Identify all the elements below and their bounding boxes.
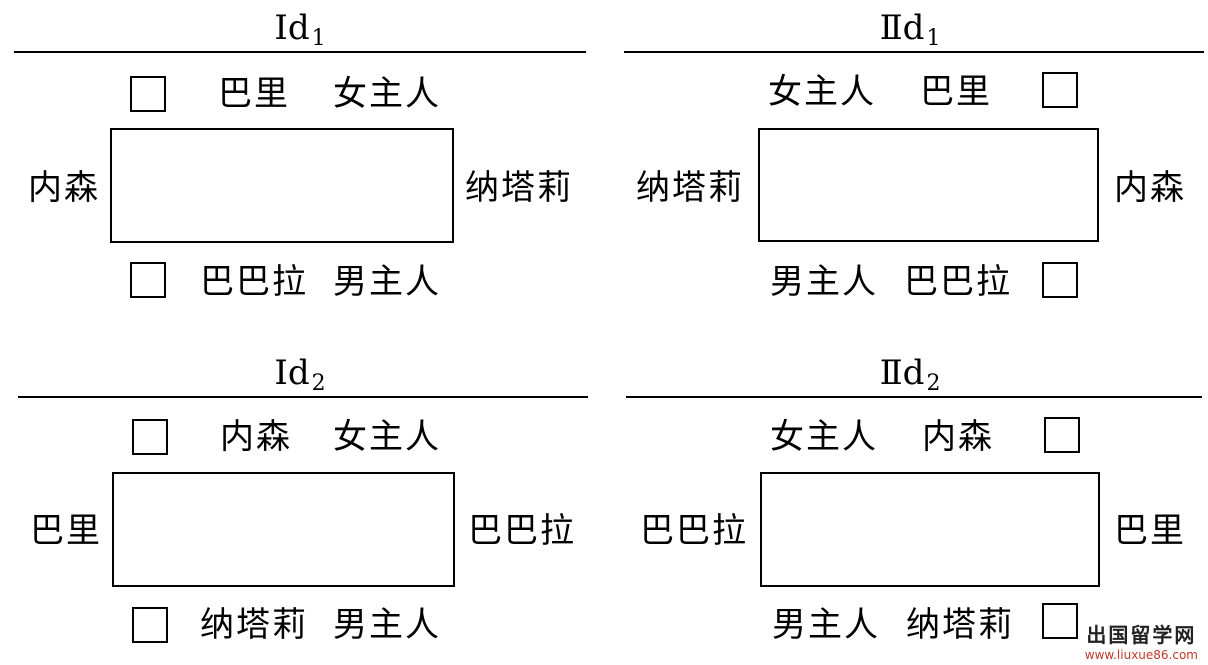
watermark-name: 出国留学网 <box>1086 623 1197 647</box>
diagram-title: Ⅱd1 <box>879 8 941 51</box>
seat-label-bottom-2: 纳塔莉 <box>906 605 1014 645</box>
seat-label-bottom-2: 男主人 <box>333 262 441 302</box>
seat-label-top-2: 女主人 <box>333 417 441 457</box>
seat-label-bottom-1: 巴巴拉 <box>200 262 308 302</box>
seat-label-top-2: 内森 <box>922 417 994 457</box>
title-rule <box>626 396 1202 398</box>
seat-label-bottom-2: 男主人 <box>333 605 441 645</box>
seat-label-top-1: 女主人 <box>768 72 876 112</box>
seat-checkbox-top[interactable] <box>1044 417 1080 453</box>
title-rule <box>18 396 588 398</box>
watermark-url: www.liuxue86.com <box>1084 648 1198 662</box>
seat-label-top-2: 巴里 <box>920 72 992 112</box>
seat-checkbox-bottom[interactable] <box>1042 262 1078 298</box>
diagram-title: Ⅰd1 <box>274 8 326 51</box>
seat-label-left: 巴里 <box>30 511 102 551</box>
seat-label-top-1: 女主人 <box>770 417 878 457</box>
seat-label-left: 巴巴拉 <box>640 511 748 551</box>
watermark: 出国留学网 www.liuxue86.com <box>1085 619 1198 662</box>
seat-checkbox-top[interactable] <box>1042 72 1078 108</box>
dinner-table <box>760 472 1100 587</box>
title-rule <box>624 51 1204 53</box>
seat-label-top-2: 女主人 <box>333 74 441 114</box>
diagram-panel-I-d1: Ⅰd1 巴里 女主人 内森 纳塔莉 巴巴拉 男主人 <box>0 0 600 320</box>
diagram-panel-II-d2: Ⅱd2 女主人 内森 巴巴拉 巴里 男主人 纳塔莉 <box>610 345 1208 665</box>
seat-label-left: 内森 <box>28 168 100 208</box>
seat-checkbox-bottom[interactable] <box>1042 603 1078 639</box>
dinner-table <box>758 128 1099 242</box>
seat-label-bottom-1: 纳塔莉 <box>200 605 308 645</box>
seat-label-left: 纳塔莉 <box>636 168 744 208</box>
seat-label-bottom-1: 男主人 <box>770 262 878 302</box>
seat-checkbox-bottom[interactable] <box>130 262 166 298</box>
diagram-title: Ⅱd2 <box>879 353 941 396</box>
dinner-table <box>112 472 455 587</box>
seat-label-bottom-2: 巴巴拉 <box>904 262 1012 302</box>
seat-checkbox-bottom[interactable] <box>132 607 168 643</box>
seat-label-bottom-1: 男主人 <box>772 605 880 645</box>
seat-checkbox-top[interactable] <box>132 419 168 455</box>
dinner-table <box>110 128 454 243</box>
seat-label-right: 巴里 <box>1114 511 1186 551</box>
diagram-panel-I-d2: Ⅰd2 内森 女主人 巴里 巴巴拉 纳塔莉 男主人 <box>0 345 600 665</box>
diagram-panel-II-d1: Ⅱd1 女主人 巴里 纳塔莉 内森 男主人 巴巴拉 <box>610 0 1208 320</box>
seat-label-right: 纳塔莉 <box>465 168 573 208</box>
diagram-title: Ⅰd2 <box>274 353 326 396</box>
seat-checkbox-top[interactable] <box>130 76 166 112</box>
seat-label-right: 内森 <box>1114 168 1186 208</box>
seat-label-top-1: 巴里 <box>218 74 290 114</box>
seat-label-right: 巴巴拉 <box>468 511 576 551</box>
seat-label-top-1: 内森 <box>220 417 292 457</box>
title-rule <box>14 51 586 53</box>
